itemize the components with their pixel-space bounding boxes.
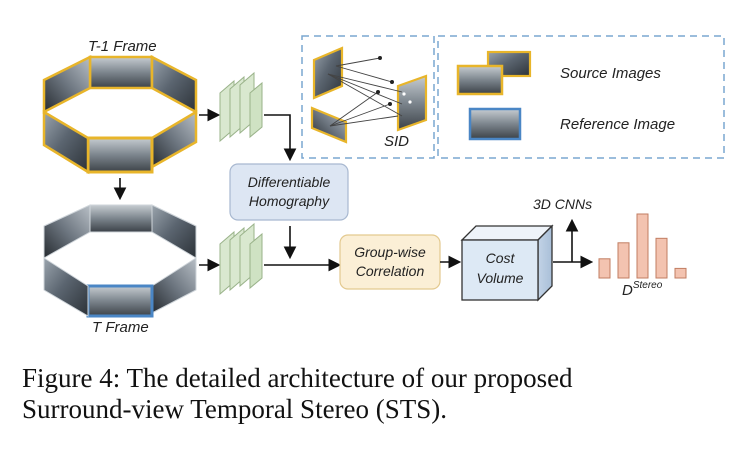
legend-reference-label: Reference Image (560, 116, 675, 133)
3d-cnns-label: 3D CNNs (533, 196, 592, 212)
legend-panel: Source Images Reference Image (437, 35, 725, 159)
depth-bar (598, 258, 611, 279)
depth-bar (636, 213, 649, 279)
figure-caption: Figure 4: The detailed architecture of o… (22, 363, 714, 425)
source-image-tile (150, 109, 198, 170)
svg-text:Homography: Homography (249, 193, 330, 209)
image-tile (43, 257, 89, 317)
architecture-diagram: T-1 Frame T Frame Differentiable Homogra… (42, 35, 725, 336)
sid-panel: SID (301, 35, 435, 159)
sampling-points (376, 56, 412, 106)
reference-image-tile (86, 284, 154, 318)
image-tile (89, 204, 153, 233)
caption-line-2: Surround-view Temporal Stereo (STS). (22, 394, 448, 424)
legend-source-icon (456, 50, 532, 96)
svg-text:Volume: Volume (477, 270, 524, 286)
svg-text:Correlation: Correlation (356, 263, 425, 279)
image-tile (151, 204, 197, 259)
sampling-rays (327, 57, 403, 127)
feature-extractor-bottom (199, 222, 263, 296)
legend-source-label: Source Images (560, 65, 661, 82)
depth-bar (655, 237, 668, 279)
depth-bar (674, 267, 687, 279)
reference-image-tile (396, 74, 428, 132)
reference-image-tile (86, 136, 154, 174)
svg-text:Cost: Cost (486, 250, 516, 266)
t-frame-ring (43, 204, 197, 318)
caption-line-1: Figure 4: The detailed architecture of o… (22, 363, 573, 393)
image-tile (151, 257, 197, 314)
sid-label: SID (384, 133, 409, 150)
source-image-tile (310, 106, 348, 144)
t-frame-label: T Frame (92, 319, 149, 336)
legend-reference-icon (468, 107, 522, 141)
source-image-tile (88, 55, 154, 90)
source-image-tile (150, 54, 198, 115)
homography-box: Differentiable Homography (229, 163, 349, 221)
source-image-tile (312, 46, 344, 100)
group-wise-correlation-box: Group-wise Correlation (339, 234, 441, 290)
d-stereo-label: DStereo (622, 280, 663, 299)
depth-distribution-bars (598, 213, 687, 279)
depth-bar (617, 242, 630, 279)
t1-frame-ring (42, 54, 198, 175)
top-feature-to-homography (264, 114, 297, 162)
svg-text:Differentiable: Differentiable (248, 174, 331, 190)
cost-volume-cube: Cost Volume (460, 224, 554, 302)
feature-extractor-top (199, 71, 263, 143)
source-image-tile (42, 54, 92, 115)
t1-frame-label: T-1 Frame (88, 38, 157, 55)
svg-text:Group-wise: Group-wise (354, 244, 426, 260)
image-tile (43, 204, 91, 259)
source-image-tile (42, 109, 90, 175)
